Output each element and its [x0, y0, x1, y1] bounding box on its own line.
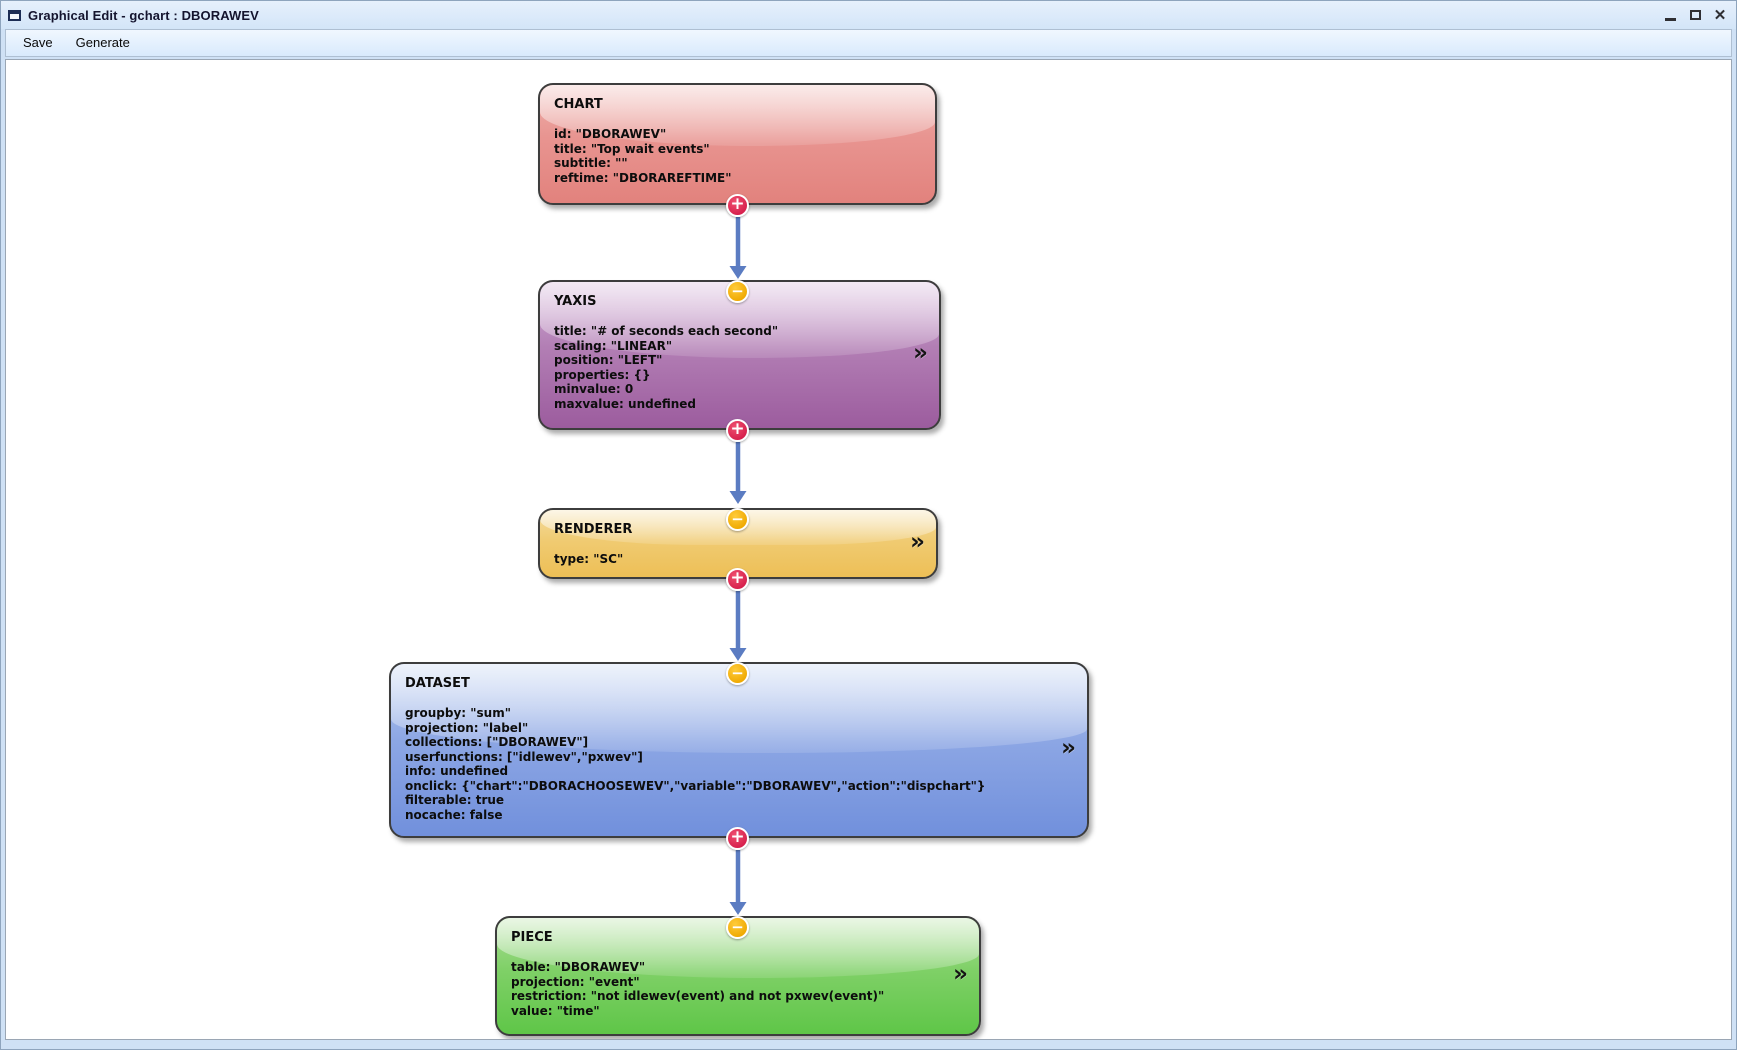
diagram-canvas: CHART id: "DBORAWEV" title: "Top wait ev…: [5, 59, 1732, 1040]
connector-arrow: [726, 850, 750, 915]
add-node-button[interactable]: +: [726, 827, 749, 850]
window-icon: [8, 9, 21, 21]
remove-node-button[interactable]: −: [726, 508, 749, 531]
node-piece-header: PIECE: [511, 930, 553, 945]
add-node-button[interactable]: +: [726, 194, 749, 217]
title-bar: Graphical Edit - gchart : DBORAWEV ✕: [1, 1, 1736, 29]
node-chart-properties: id: "DBORAWEV" title: "Top wait events" …: [554, 127, 732, 185]
maximize-button[interactable]: [1687, 7, 1703, 23]
node-dataset-properties: groupby: "sum" projection: "label" colle…: [405, 706, 986, 822]
node-piece-properties: table: "DBORAWEV" projection: "event" re…: [511, 960, 885, 1018]
expand-chevron-icon[interactable]: »: [913, 340, 928, 367]
add-node-button[interactable]: +: [726, 568, 749, 591]
minimize-button[interactable]: [1662, 7, 1678, 23]
menu-item-save[interactable]: Save: [23, 35, 53, 50]
expand-chevron-icon[interactable]: »: [910, 528, 925, 555]
expand-chevron-icon[interactable]: »: [1061, 735, 1076, 762]
window-title: Graphical Edit - gchart : DBORAWEV: [28, 7, 259, 23]
minimize-icon: [1664, 17, 1676, 21]
node-chart-header: CHART: [554, 97, 603, 112]
maximize-icon: [1689, 10, 1701, 20]
node-renderer-properties: type: "SC": [554, 552, 624, 566]
node-dataset[interactable]: DATASET groupby: "sum" projection: "labe…: [389, 662, 1089, 838]
close-button[interactable]: ✕: [1712, 7, 1728, 23]
node-dataset-header: DATASET: [405, 676, 470, 691]
node-renderer-header: RENDERER: [554, 522, 633, 537]
connector-arrow: [726, 591, 750, 661]
node-chart[interactable]: CHART id: "DBORAWEV" title: "Top wait ev…: [538, 83, 937, 205]
close-icon: ✕: [1713, 6, 1727, 24]
node-piece[interactable]: PIECE table: "DBORAWEV" projection: "eve…: [495, 916, 981, 1036]
remove-node-button[interactable]: −: [726, 916, 749, 939]
node-yaxis-header: YAXIS: [554, 294, 597, 309]
remove-node-button[interactable]: −: [726, 662, 749, 685]
connector-arrow: [726, 217, 750, 279]
menu-bar: Save Generate: [5, 29, 1732, 57]
menu-item-generate[interactable]: Generate: [75, 35, 130, 50]
window-controls: ✕: [1662, 7, 1728, 23]
node-yaxis-properties: title: "# of seconds each second" scalin…: [554, 324, 779, 411]
connector-arrow: [726, 442, 750, 504]
add-node-button[interactable]: +: [726, 419, 749, 442]
expand-chevron-icon[interactable]: »: [953, 961, 968, 988]
remove-node-button[interactable]: −: [726, 280, 749, 303]
